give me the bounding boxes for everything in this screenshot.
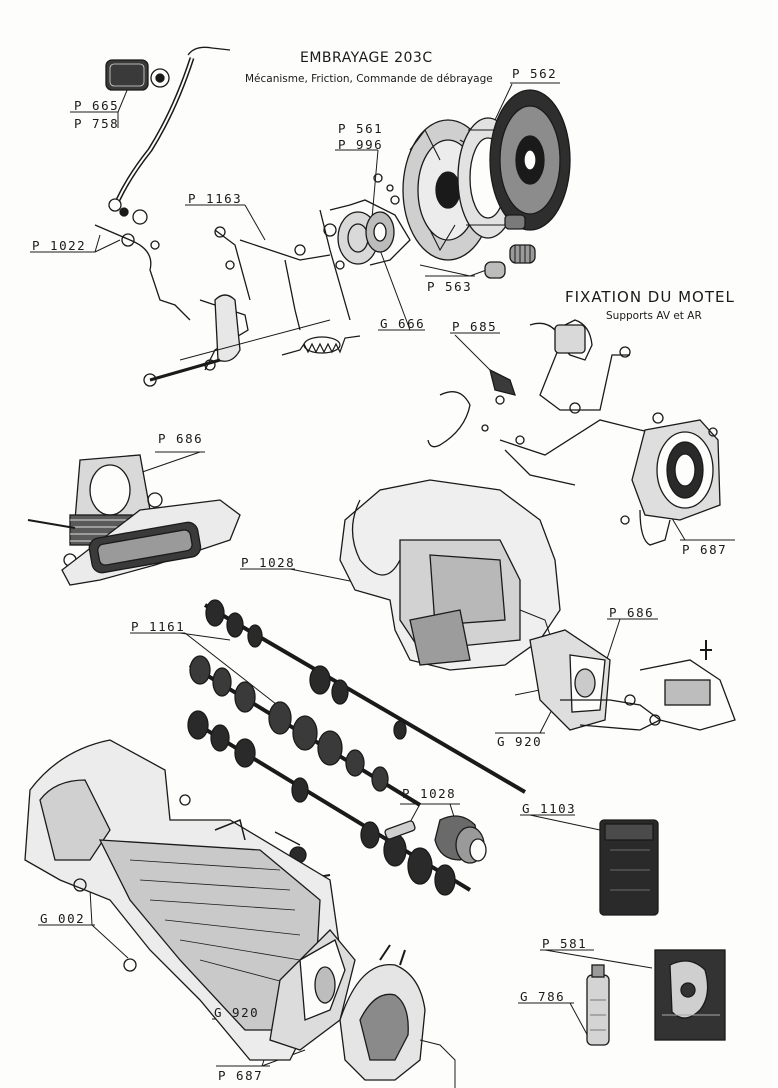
ref-label-p1161: P 1161	[131, 619, 186, 634]
ref-label-p561: P 561	[338, 121, 384, 136]
gear-shafts-icon	[187, 599, 527, 896]
ref-label-p1028-parts: P 1028	[402, 786, 457, 801]
gasket-kit-box-icon	[654, 949, 726, 1041]
engine-mount-section-title: FIXATION DU MOTEL	[565, 288, 735, 306]
ref-label-p687-gearbox: P 687	[218, 1068, 264, 1083]
ref-label-p562: P 562	[512, 66, 558, 81]
rear-support-bracket-icon	[339, 944, 456, 1088]
ref-label-p665: P 665	[74, 98, 120, 113]
clutch-springs-icon	[373, 173, 536, 279]
ref-label-g666: G 666	[380, 316, 426, 331]
clutch-linkage-icon	[94, 209, 351, 387]
engine-support-bracket-icon	[427, 319, 691, 486]
ref-label-p686-rear: P 686	[609, 605, 655, 620]
ref-label-g920-gearbox: G 920	[214, 1005, 260, 1020]
ref-label-p563: P 563	[427, 279, 473, 294]
sealant-tube-icon	[586, 964, 610, 1046]
ref-label-g1103: G 1103	[522, 801, 577, 816]
rear-mount-block-icon	[620, 412, 721, 546]
gearbox-housing-icon	[24, 739, 356, 1061]
release-bearing-icon	[329, 195, 411, 270]
ref-label-p685: P 685	[452, 319, 498, 334]
engine-gearbox-assembly-icon	[339, 479, 736, 731]
engine-mount-section-subtitle: Supports AV et AR	[606, 310, 702, 322]
ref-label-g920-engine: G 920	[497, 734, 543, 749]
ref-label-p686-front: P 686	[158, 431, 204, 446]
friction-disc-icon	[489, 89, 571, 231]
grease-tin-icon	[599, 819, 659, 916]
ref-label-p1022: P 1022	[32, 238, 87, 253]
ref-label-g002: G 002	[40, 911, 86, 926]
clutch-section-title: EMBRAYAGE 203C	[300, 50, 433, 66]
clutch-pedal-icon	[105, 46, 231, 225]
clutch-section-subtitle: Mécanisme, Friction, Commande de débraya…	[245, 73, 493, 85]
ref-label-p581: P 581	[542, 936, 588, 951]
return-spring-icon	[281, 335, 361, 356]
ref-label-p1028-engine: P 1028	[241, 555, 296, 570]
leader-lines	[30, 82, 735, 1067]
ref-label-g786: G 786	[520, 989, 566, 1004]
ref-label-p758: P 758	[74, 116, 120, 131]
selector-parts-icon	[274, 815, 487, 881]
ref-label-p1163: P 1163	[188, 191, 243, 206]
ref-label-p996: P 996	[338, 137, 384, 152]
ref-label-p687-rear: P 687	[682, 542, 728, 557]
front-mount-plate-icon	[27, 454, 241, 586]
